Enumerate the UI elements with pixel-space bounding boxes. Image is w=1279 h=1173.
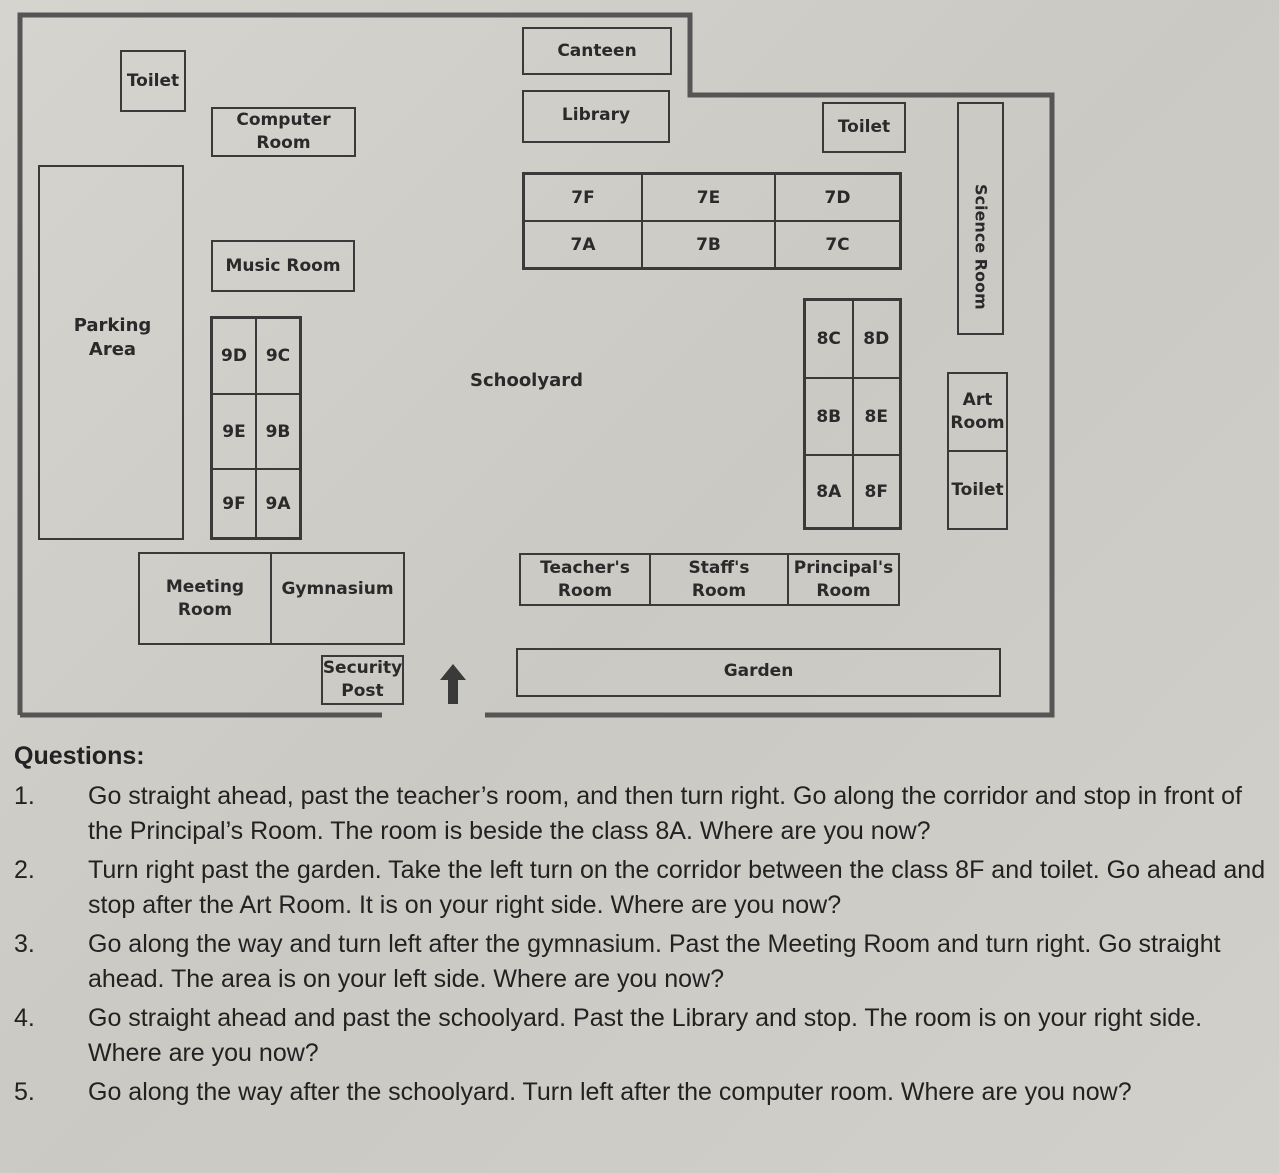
art-room: Art Room — [947, 372, 1008, 452]
class-7e: 7E — [642, 174, 775, 221]
class-9d: 9D — [212, 318, 256, 394]
question-1: 1. Go straight ahead, past the teacher’s … — [14, 779, 1274, 849]
question-number: 5. — [14, 1078, 35, 1106]
question-3: 3. Go along the way and turn left after t… — [14, 927, 1274, 997]
class-8-block: 8C 8D 8B 8E 8A 8F — [803, 298, 902, 530]
class-7c: 7C — [775, 221, 900, 268]
toilet-top-left: Toilet — [120, 50, 186, 112]
class-7d: 7D — [775, 174, 900, 221]
class-8d: 8D — [852, 300, 900, 378]
class-9f: 9F — [212, 469, 256, 538]
gymnasium: Gymnasium — [270, 552, 405, 645]
security-post: Security Post — [321, 655, 404, 705]
parking-area-label: Parking Area — [73, 315, 152, 361]
class-7a: 7A — [524, 221, 642, 268]
music-room: Music Room — [211, 240, 355, 292]
school-boundary-walls — [17, 12, 1055, 718]
question-5: 5. Go along the way after the schoolyard.… — [14, 1075, 1274, 1110]
question-text: Go straight ahead, past the teacher’s ro… — [88, 782, 1242, 845]
class-9-block: 9D 9C 9E 9B 9F 9A — [210, 316, 302, 540]
question-4: 4. Go straight ahead and past the schooly… — [14, 1001, 1274, 1071]
computer-room: Computer Room — [211, 107, 356, 157]
canteen: Canteen — [522, 27, 672, 75]
class-7f: 7F — [524, 174, 642, 221]
class-7b: 7B — [642, 221, 775, 268]
questions-heading: Questions: — [14, 742, 145, 770]
toilet-bottom-right: Toilet — [947, 450, 1008, 530]
staffs-room: Staff's Room — [649, 553, 789, 606]
arrow-up-icon — [440, 664, 466, 704]
class-8a: 8A — [805, 455, 853, 528]
question-text: Go along the way after the schoolyard. T… — [88, 1078, 1132, 1106]
teachers-room: Teacher's Room — [519, 553, 651, 606]
schoolyard-label: Schoolyard — [470, 370, 583, 391]
class-8b: 8B — [805, 378, 853, 455]
class-9b: 9B — [256, 394, 300, 469]
library: Library — [522, 90, 670, 143]
class-9e: 9E — [212, 394, 256, 469]
question-number: 4. — [14, 1004, 35, 1032]
class-7-block: 7F 7E 7D 7A 7B 7C — [522, 172, 902, 270]
class-8c: 8C — [805, 300, 853, 378]
question-number: 2. — [14, 856, 35, 884]
question-number: 3. — [14, 930, 35, 958]
questions-section: Questions: 1. Go straight ahead, past the… — [14, 742, 1274, 1114]
question-text: Turn right past the garden. Take the lef… — [88, 856, 1266, 919]
class-9a: 9A — [256, 469, 300, 538]
question-number: 1. — [14, 782, 35, 810]
class-9c: 9C — [256, 318, 300, 394]
toilet-right: Toilet — [822, 102, 906, 153]
science-room: Science Room — [957, 102, 1004, 335]
question-text: Go along the way and turn left after the… — [88, 930, 1221, 993]
principals-room: Principal's Room — [787, 553, 900, 606]
meeting-room: Meeting Room — [138, 552, 272, 645]
parking-area-box — [38, 165, 184, 540]
question-text: Go straight ahead and past the schoolyar… — [88, 1004, 1203, 1067]
garden: Garden — [516, 648, 1001, 697]
class-8e: 8E — [852, 378, 900, 455]
class-8f: 8F — [852, 455, 900, 528]
question-2: 2. Turn right past the garden. Take the l… — [14, 853, 1274, 923]
